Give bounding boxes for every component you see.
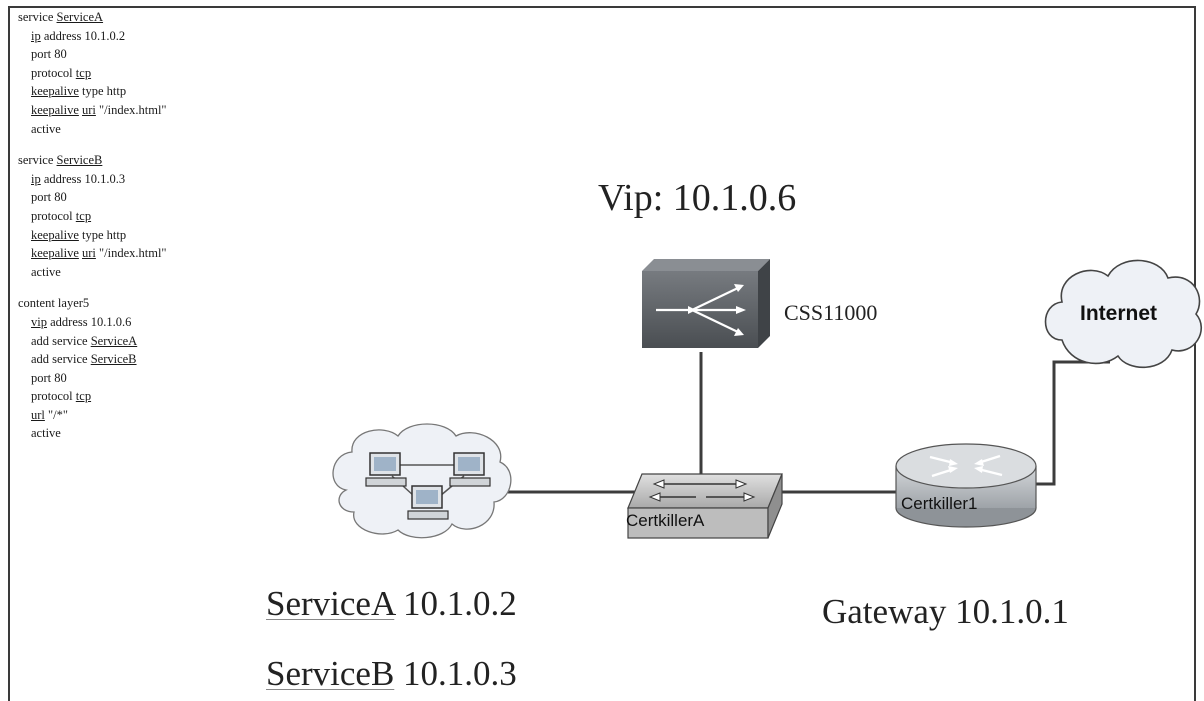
link-router-to-internet [1036, 360, 1110, 486]
config-keyword: ServiceB [90, 352, 137, 367]
router-icon[interactable] [895, 443, 1037, 528]
config-text: address 10.1.0.3 [40, 171, 126, 186]
config-text: "/index.html" [95, 102, 167, 117]
content-switch-icon[interactable] [642, 259, 770, 348]
config-line: active [18, 263, 278, 282]
service-b-ip: 10.1.0.3 [394, 654, 517, 693]
internet-cloud-icon[interactable] [1044, 259, 1202, 369]
config-keyword: tcp [75, 389, 92, 404]
workgroup-switch-icon[interactable] [627, 473, 783, 539]
config-line: add service ServiceA [18, 332, 278, 351]
switch-label: CertkillerA [626, 511, 705, 530]
vip-label: Vip: 10.1.0.6 [598, 177, 797, 219]
diagram-frame [8, 6, 1196, 701]
service-b-name: ServiceB [266, 654, 395, 693]
config-line: ip address 10.1.0.2 [18, 27, 278, 46]
network-links [508, 352, 1110, 494]
config-line: protocol tcp [18, 207, 278, 226]
config-text: active [31, 264, 61, 279]
config-line: ip address 10.1.0.3 [18, 170, 278, 189]
config-line: vip address 10.1.0.6 [18, 313, 278, 332]
config-text: type http [78, 227, 127, 242]
config-keyword: tcp [75, 208, 92, 223]
service-a-label: ServiceA 10.1.0.2 [266, 584, 517, 624]
pc-icon [407, 485, 449, 520]
pc-icon [449, 452, 491, 487]
config-text: service [18, 153, 57, 168]
internet-label: Internet [1080, 302, 1158, 325]
config-text: port 80 [31, 47, 67, 62]
config-line: url "/*" [18, 406, 278, 425]
pc-icon [365, 452, 407, 487]
config-line: port 80 [18, 45, 278, 64]
config-line: keepalive uri "/index.html" [18, 101, 278, 120]
config-text: address 10.1.0.2 [40, 28, 126, 43]
config-keyword: url [31, 407, 45, 422]
config-line: active [18, 424, 278, 443]
config-line: protocol tcp [18, 64, 278, 83]
config-line: port 80 [18, 188, 278, 207]
config-line: keepalive type http [18, 82, 278, 101]
config-text: type http [78, 84, 127, 99]
config-line: content layer5 [18, 294, 278, 313]
config-line: service ServiceA [18, 8, 278, 27]
config-text: protocol [31, 65, 76, 80]
config-line: add service ServiceB [18, 350, 278, 369]
config-keyword: ServiceB [56, 153, 103, 168]
config-text: active [31, 121, 61, 136]
config-line: port 80 [18, 369, 278, 388]
config-text: add service [31, 352, 91, 367]
config-keyword: keepalive [31, 102, 79, 117]
config-text: protocol [31, 208, 76, 223]
config-text: active [31, 426, 61, 441]
service-a-ip: 10.1.0.2 [394, 584, 517, 623]
config-text: "/*" [44, 407, 68, 422]
config-line: keepalive type http [18, 226, 278, 245]
config-text: port 80 [31, 190, 67, 205]
config-text: "/index.html" [95, 246, 167, 261]
config-keyword: tcp [75, 65, 92, 80]
config-keyword: keepalive [31, 227, 79, 242]
config-line: keepalive uri "/index.html" [18, 244, 278, 263]
service-b-label: ServiceB 10.1.0.3 [266, 654, 517, 694]
config-keyword: vip [31, 314, 47, 329]
config-text: protocol [31, 389, 76, 404]
server-farm-cloud-icon[interactable] [332, 423, 512, 539]
config-keyword: ServiceA [56, 10, 104, 24]
config-text: service [18, 10, 57, 24]
config-keyword: ServiceA [90, 333, 138, 348]
config-keyword: uri [82, 102, 96, 117]
css-device-label: CSS11000 [784, 300, 878, 325]
gateway-label: Gateway 10.1.0.1 [822, 592, 1069, 631]
config-text: add service [31, 333, 91, 348]
config-keyword: ip [31, 28, 41, 43]
config-keyword: keepalive [31, 246, 79, 261]
service-a-name: ServiceA [266, 584, 395, 623]
config-keyword: uri [82, 246, 96, 261]
config-line: service ServiceB [18, 151, 278, 170]
config-text: content layer5 [18, 296, 90, 311]
config-keyword: ip [31, 171, 41, 186]
config-text: address 10.1.0.6 [46, 314, 132, 329]
config-line: active [18, 120, 278, 139]
config-line: protocol tcp [18, 387, 278, 406]
config-keyword: keepalive [31, 84, 79, 99]
router-label: Certkiller1 [901, 494, 978, 513]
config-text: port 80 [31, 370, 67, 385]
